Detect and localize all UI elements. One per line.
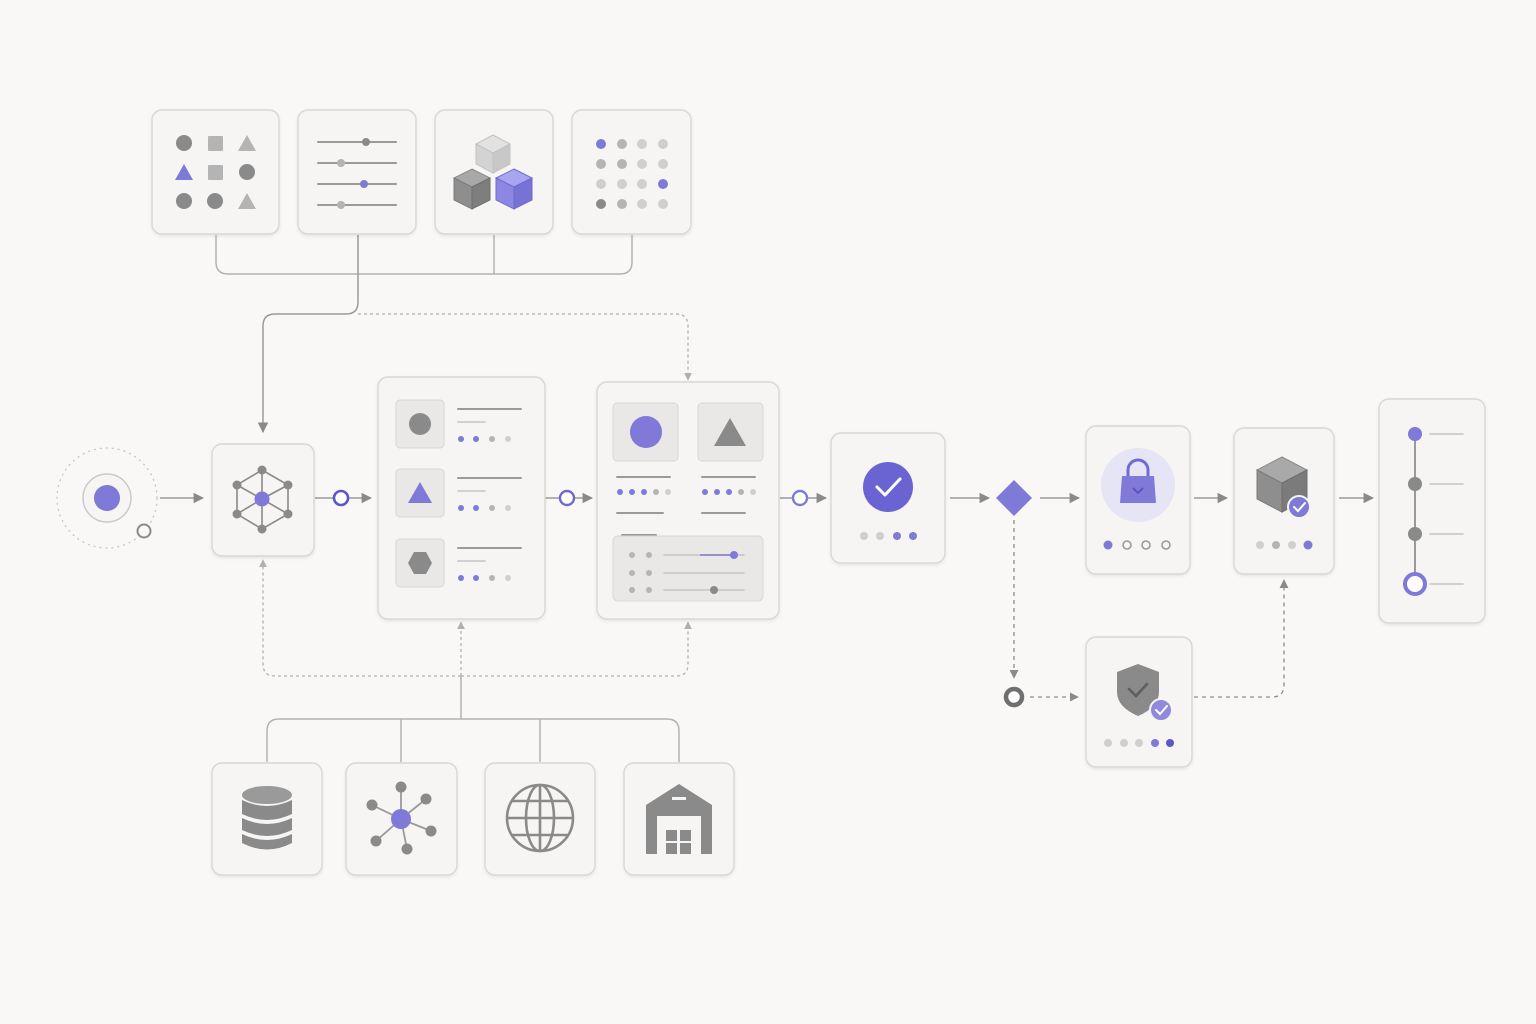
shield-to-package-dashed — [1194, 579, 1289, 698]
cubes-icon — [452, 134, 534, 210]
circle-shape-icon — [630, 416, 662, 448]
network-graph-card[interactable] — [345, 762, 458, 876]
list-item[interactable] — [395, 399, 522, 449]
shopping-bag-icon — [1120, 458, 1156, 503]
dot-matrix-card[interactable] — [571, 109, 692, 235]
top-bus-connector — [215, 235, 633, 275]
junction-node-3 — [791, 489, 809, 507]
network-graph-icon — [366, 781, 437, 855]
bottom-bus-connector — [266, 718, 680, 762]
shopping-bag-card[interactable] — [1085, 425, 1191, 575]
package-verified-card[interactable] — [1233, 427, 1335, 575]
shield-card[interactable] — [1085, 636, 1193, 768]
database-icon — [242, 786, 292, 850]
sliders-card[interactable] — [297, 109, 417, 235]
shapes-grid-card[interactable] — [151, 109, 280, 235]
warehouse-icon — [646, 784, 712, 854]
check-card[interactable] — [830, 432, 946, 564]
timeline-icon — [1403, 427, 1464, 596]
hub-card[interactable] — [211, 443, 315, 557]
decision-diamond-icon[interactable] — [996, 480, 1032, 516]
junction-node-1 — [332, 489, 350, 507]
shield-check-icon — [1117, 664, 1173, 722]
settings-subpanel — [612, 535, 764, 602]
dot-matrix-icon — [596, 139, 668, 209]
junction-node-2 — [558, 489, 576, 507]
list-item[interactable] — [395, 538, 522, 588]
globe-icon — [505, 783, 575, 853]
triangle-shape-icon — [408, 482, 432, 503]
check-circle-icon — [863, 462, 913, 512]
branch-node-icon[interactable] — [1003, 686, 1025, 708]
connectors — [160, 235, 1375, 762]
warehouse-card[interactable] — [623, 762, 735, 876]
globe-card[interactable] — [484, 762, 596, 876]
hexagon-shape-icon — [408, 552, 432, 574]
inputs-to-hub-connector — [257, 235, 359, 434]
circle-shape-icon — [409, 413, 431, 435]
sliders-icon — [317, 138, 397, 209]
inputs-to-form-dashed — [358, 313, 692, 381]
package-verified-icon — [1255, 456, 1311, 519]
data-to-hub-dashed — [259, 559, 461, 677]
database-card[interactable] — [211, 762, 323, 876]
shape-form-panel[interactable] — [596, 381, 780, 620]
sliders-icon[interactable] — [629, 551, 745, 594]
cubes-card[interactable] — [434, 109, 554, 235]
network-hub-icon — [232, 465, 293, 534]
shape-list-panel[interactable] — [377, 376, 546, 620]
timeline-card[interactable] — [1378, 398, 1486, 624]
list-item[interactable] — [395, 468, 522, 518]
start-node-icon[interactable] — [56, 447, 158, 549]
shapes-grid-icon — [175, 135, 256, 209]
data-to-form-dashed — [461, 621, 692, 677]
triangle-shape-icon — [714, 418, 746, 446]
